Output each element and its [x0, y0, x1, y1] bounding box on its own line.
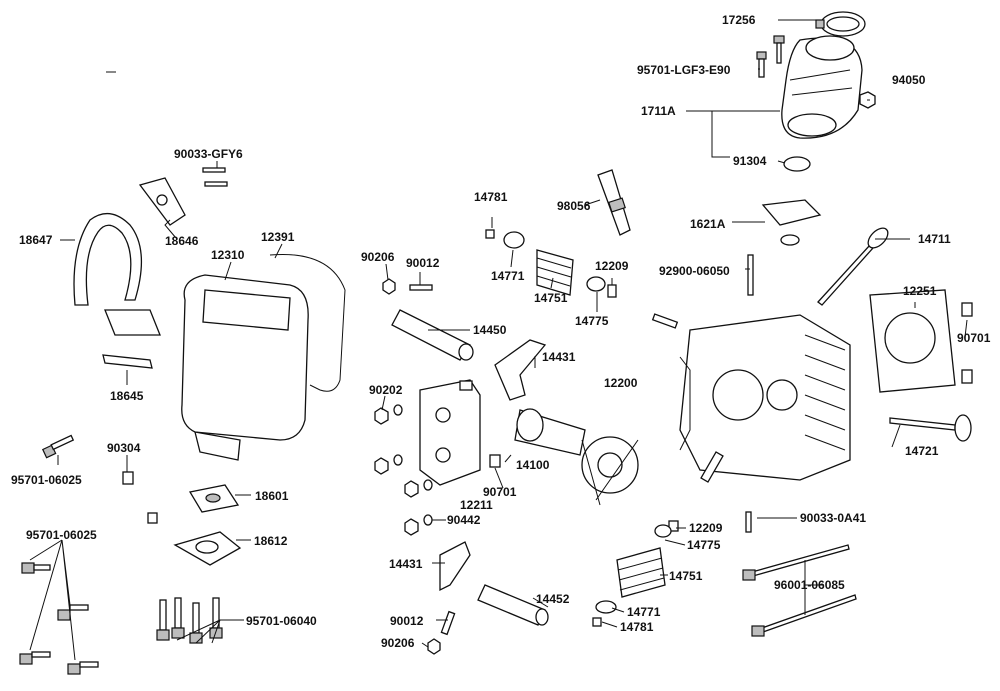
label-14431-bottom: 14431 — [389, 557, 423, 571]
stud-90012-top-drawing — [409, 284, 433, 291]
rocker-shaft-14450-drawing — [391, 309, 474, 361]
label-90012-bottom: 90012 — [390, 614, 424, 628]
label-95701-lgf3-e90: 95701-LGF3-E90 — [637, 63, 731, 77]
valve-14711-drawing — [817, 227, 889, 306]
label-14711: 14711 — [918, 232, 951, 246]
intake-manifold-drawing — [781, 35, 863, 139]
label-95701-06025-bottom: 95701-06025 — [26, 528, 97, 542]
valve-kit-bottom-drawing — [592, 520, 679, 627]
label-96001-06085: 96001-06085 — [774, 578, 845, 592]
label-90701-right: 90701 — [957, 331, 991, 345]
label-1621a: 1621A — [690, 217, 726, 231]
label-95701-06025-top: 95701-06025 — [11, 473, 82, 487]
label-90033-0a41: 90033-0A41 — [800, 511, 866, 525]
cam-holder-12211-drawing — [419, 379, 481, 486]
rocker-shaft-14452-drawing — [477, 584, 549, 626]
label-90012-top: 90012 — [406, 256, 440, 270]
leader-lines — [29, 19, 968, 661]
bolt-set-95701-06025-drawing — [19, 562, 99, 675]
label-18612: 18612 — [254, 534, 288, 548]
long-bolts-96001-06085-drawing — [742, 544, 857, 637]
label-12391: 12391 — [261, 230, 295, 244]
handle-18647-drawing — [73, 213, 161, 336]
label-14452: 14452 — [536, 592, 570, 606]
plug-90304-drawing — [122, 471, 158, 524]
label-17256: 17256 — [722, 13, 756, 27]
label-1711a: 1711A — [641, 104, 676, 118]
gasket-12391-drawing — [269, 253, 346, 392]
label-18645: 18645 — [110, 389, 144, 403]
label-18601: 18601 — [255, 489, 289, 503]
label-14781-top: 14781 — [474, 190, 508, 204]
label-14771-bottom: 14771 — [627, 605, 661, 619]
gasket-12251-drawing — [869, 289, 956, 393]
stud-90033-0a41-drawing — [745, 511, 752, 533]
label-90442: 90442 — [447, 513, 481, 527]
cylinder-head-12200-drawing — [679, 314, 851, 481]
gasket-18645-drawing — [102, 354, 153, 369]
nut-90206-bottom-drawing — [427, 638, 441, 655]
part-labels: 17256 95701-LGF3-E90 94050 1711A 91304 9… — [11, 13, 991, 650]
bolt-95701-06025-drawing — [41, 434, 75, 459]
label-12251: 12251 — [903, 284, 937, 298]
label-90206-bottom: 90206 — [381, 636, 415, 650]
label-91304: 91304 — [733, 154, 767, 168]
hose-clamp-drawing — [815, 11, 866, 37]
label-90304: 90304 — [107, 441, 141, 455]
label-14721: 14721 — [905, 444, 939, 458]
stud-92900-06050-drawing — [747, 254, 754, 296]
o-ring-91304-drawing — [783, 156, 811, 172]
label-12211: 12211 — [460, 498, 493, 512]
label-18647: 18647 — [19, 233, 53, 247]
label-14775-bottom: 14775 — [687, 538, 721, 552]
gasket-1621a-drawing — [761, 199, 822, 246]
label-14450: 14450 — [473, 323, 507, 337]
bolt-set-95701-06040-drawing — [156, 597, 223, 644]
spark-plug-98056-drawing — [597, 169, 631, 236]
label-90033-gfy6: 90033-GFY6 — [174, 147, 243, 161]
label-18646: 18646 — [165, 234, 199, 248]
label-12209-top: 12209 — [595, 259, 629, 273]
label-14751-bottom: 14751 — [669, 569, 703, 583]
valve-kit-top-drawing — [485, 229, 617, 298]
label-14100: 14100 — [516, 458, 550, 472]
nuts-90202-drawing — [374, 404, 433, 536]
label-92900-06050: 92900-06050 — [659, 264, 730, 278]
label-90701-middle: 90701 — [483, 485, 517, 499]
label-14751-top: 14751 — [534, 291, 568, 305]
label-12209-bottom: 12209 — [689, 521, 723, 535]
label-90206-top: 90206 — [361, 250, 395, 264]
stud-90012-bottom-drawing — [440, 610, 456, 636]
rocker-arm-14431-bottom-drawing — [439, 541, 471, 592]
label-12310: 12310 — [211, 248, 245, 262]
camshaft-14100-drawing — [514, 408, 639, 506]
label-14775-top: 14775 — [575, 314, 609, 328]
nut-90206-top-drawing — [382, 278, 396, 295]
label-95701-06040: 95701-06040 — [246, 614, 317, 628]
dowel-90701-right-drawing — [961, 302, 973, 317]
label-14781-bottom: 14781 — [620, 620, 654, 634]
label-14431-top: 14431 — [542, 350, 576, 364]
valve-14721-drawing — [889, 414, 972, 442]
head-cover-12310-drawing — [181, 274, 309, 461]
label-90202: 90202 — [369, 383, 403, 397]
studs-90033-gfy6-drawing — [202, 167, 228, 187]
intake-bolt-drawing — [756, 35, 785, 78]
pin-90701-middle-drawing — [489, 454, 501, 468]
label-12200: 12200 — [604, 376, 638, 390]
label-14771-top: 14771 — [491, 269, 525, 283]
label-94050: 94050 — [892, 73, 926, 87]
label-98056: 98056 — [557, 199, 591, 213]
rocker-arm-14431-top-drawing — [494, 339, 547, 401]
